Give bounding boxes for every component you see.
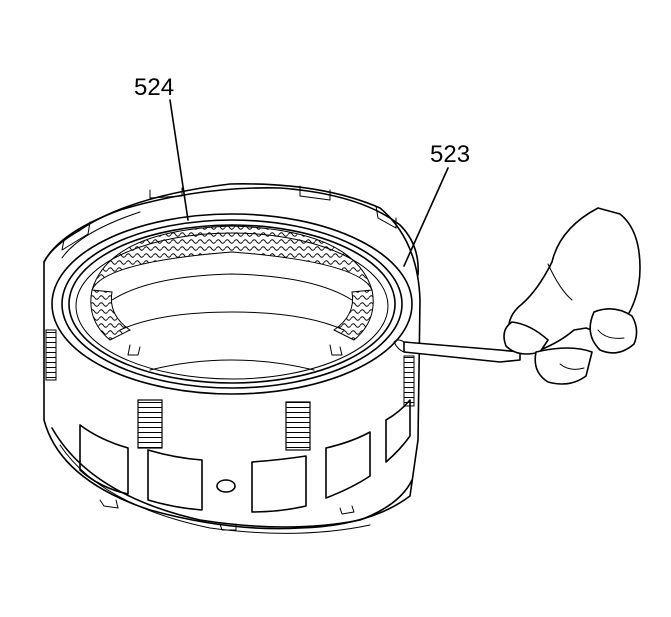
- callout-label-524: 524: [134, 74, 174, 101]
- callout-label-523: 523: [430, 141, 470, 168]
- leader-line-524: [169, 99, 189, 221]
- clutch-housing: [43, 183, 421, 534]
- hand: [503, 207, 641, 385]
- snap-ring: [68, 224, 396, 384]
- leader-line-523: [403, 167, 449, 267]
- screwdriver-tool: [393, 339, 521, 363]
